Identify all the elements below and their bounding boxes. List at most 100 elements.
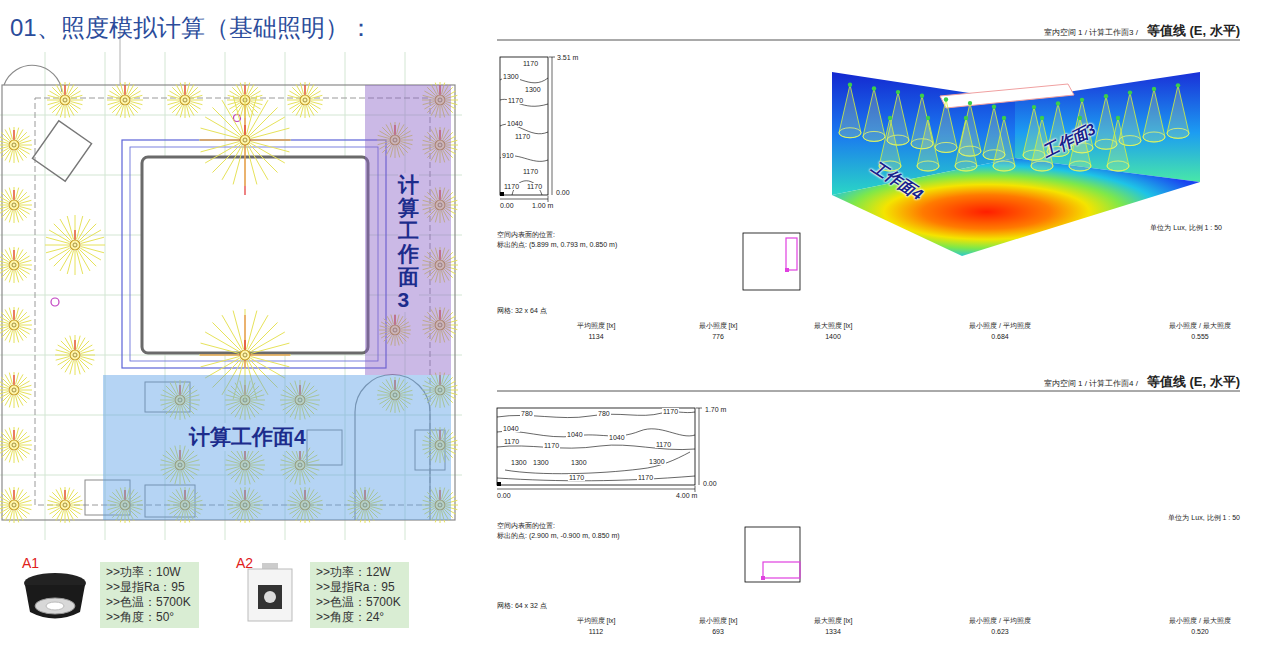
light-ray bbox=[20, 265, 32, 266]
contour-value: 1040 bbox=[506, 120, 524, 127]
light-ray bbox=[16, 511, 19, 523]
light-ray bbox=[189, 104, 197, 112]
fixture-dot bbox=[888, 116, 892, 120]
light-ray bbox=[212, 322, 240, 350]
contour-value: 780 bbox=[597, 410, 611, 417]
opening-outline bbox=[122, 140, 386, 368]
dimension-line bbox=[500, 199, 548, 200]
light-ray bbox=[5, 450, 11, 460]
light-ray bbox=[127, 106, 130, 118]
light-ray bbox=[311, 100, 323, 101]
light-ray bbox=[289, 91, 299, 97]
work-plane-marker bbox=[763, 562, 800, 578]
light-ray bbox=[228, 102, 240, 105]
light-ray bbox=[49, 496, 59, 502]
spec-line: >>功率：10W bbox=[106, 565, 191, 580]
fixture-dot bbox=[964, 116, 968, 120]
spec-line: >>显指Ra：95 bbox=[316, 580, 401, 595]
downlight-symbol bbox=[70, 350, 80, 360]
light-ray bbox=[1, 209, 9, 217]
light-ray bbox=[1, 509, 9, 517]
table-header: 平均照度 [lx] bbox=[577, 617, 616, 625]
light-ray bbox=[189, 87, 197, 95]
fixture-dot bbox=[1116, 116, 1120, 120]
light-ray bbox=[309, 87, 317, 95]
downlight-symbol bbox=[0, 427, 32, 463]
light-ray bbox=[19, 148, 29, 154]
light-ray bbox=[1, 492, 9, 500]
unit-note: 单位为 Lux, 比例 1 : 50 bbox=[1168, 514, 1240, 522]
contour-value: 1170 bbox=[543, 442, 560, 449]
light-cone bbox=[1143, 89, 1165, 142]
downlight-symbol bbox=[12, 443, 16, 447]
light-ray bbox=[55, 355, 69, 356]
downlight-symbol bbox=[12, 263, 16, 267]
downlight-symbol bbox=[183, 98, 187, 102]
opening-outline bbox=[142, 157, 368, 353]
light-cone bbox=[1031, 161, 1053, 171]
fixture-dot bbox=[968, 101, 972, 105]
contour-line bbox=[497, 429, 695, 437]
light-cone bbox=[917, 161, 939, 171]
light-ray bbox=[20, 390, 32, 391]
light-ray bbox=[233, 311, 243, 350]
panel-header: 等值线 (E, 水平) bbox=[1147, 24, 1240, 39]
light-ray bbox=[49, 248, 70, 260]
downlight-symbol bbox=[287, 82, 323, 118]
fixture-dot bbox=[1080, 98, 1084, 102]
light-ray bbox=[1, 329, 9, 337]
contour-value: 1170 bbox=[522, 168, 539, 175]
origin-marker bbox=[497, 482, 501, 486]
light-ray bbox=[20, 260, 32, 263]
marker-dot bbox=[51, 298, 59, 306]
light-ray bbox=[1, 192, 9, 200]
contour-value: 1170 bbox=[637, 474, 654, 481]
light-ray bbox=[232, 87, 240, 95]
light-ray bbox=[14, 396, 15, 408]
dimension-line bbox=[549, 57, 555, 58]
light-ray bbox=[14, 271, 15, 283]
dimension: 0.00 bbox=[497, 492, 511, 500]
downlight-symbol bbox=[9, 200, 19, 210]
light-ray bbox=[81, 350, 95, 354]
downlight-symbol bbox=[0, 127, 32, 163]
light-ray bbox=[305, 106, 306, 118]
light-ray bbox=[245, 146, 246, 186]
light-ray bbox=[9, 248, 12, 260]
light-ray bbox=[9, 128, 12, 140]
downlight-symbol bbox=[60, 95, 70, 105]
light-ray bbox=[1, 149, 9, 157]
light-ray bbox=[5, 510, 11, 520]
spec-panel: >>功率：10W>>显指Ra：95>>色温：5700K>>角度：50° bbox=[100, 562, 199, 628]
light-ray bbox=[296, 105, 302, 115]
light-ray bbox=[18, 312, 26, 320]
light-cone bbox=[935, 142, 957, 152]
light-ray bbox=[5, 150, 11, 160]
contour-value: 1170 bbox=[522, 60, 539, 67]
light-cone bbox=[863, 88, 885, 141]
light-ray bbox=[20, 205, 32, 206]
table-value: 0.623 bbox=[991, 628, 1009, 636]
contour-value: 1300 bbox=[532, 459, 550, 466]
contour-line bbox=[505, 452, 690, 474]
light-ray bbox=[71, 95, 83, 98]
model-code: A2 bbox=[236, 555, 253, 571]
light-ray bbox=[0, 145, 8, 146]
fixture-dot bbox=[848, 83, 852, 87]
light-ray bbox=[251, 343, 290, 353]
light-ray bbox=[18, 492, 26, 500]
light-ray bbox=[67, 216, 73, 239]
plot-frame bbox=[500, 57, 548, 195]
light-ray bbox=[168, 102, 180, 105]
light-ray bbox=[0, 507, 8, 510]
light-ray bbox=[69, 87, 77, 95]
light-ray bbox=[249, 107, 277, 135]
light-ray bbox=[68, 489, 74, 499]
light-ray bbox=[9, 373, 12, 385]
panel-header: 室内空间 1 / 计算工作面3 / bbox=[1044, 28, 1138, 37]
light-cone bbox=[863, 131, 885, 141]
light-ray bbox=[308, 84, 314, 94]
light-ray bbox=[131, 100, 143, 101]
light-cone bbox=[839, 83, 861, 138]
light-cone bbox=[955, 118, 977, 171]
